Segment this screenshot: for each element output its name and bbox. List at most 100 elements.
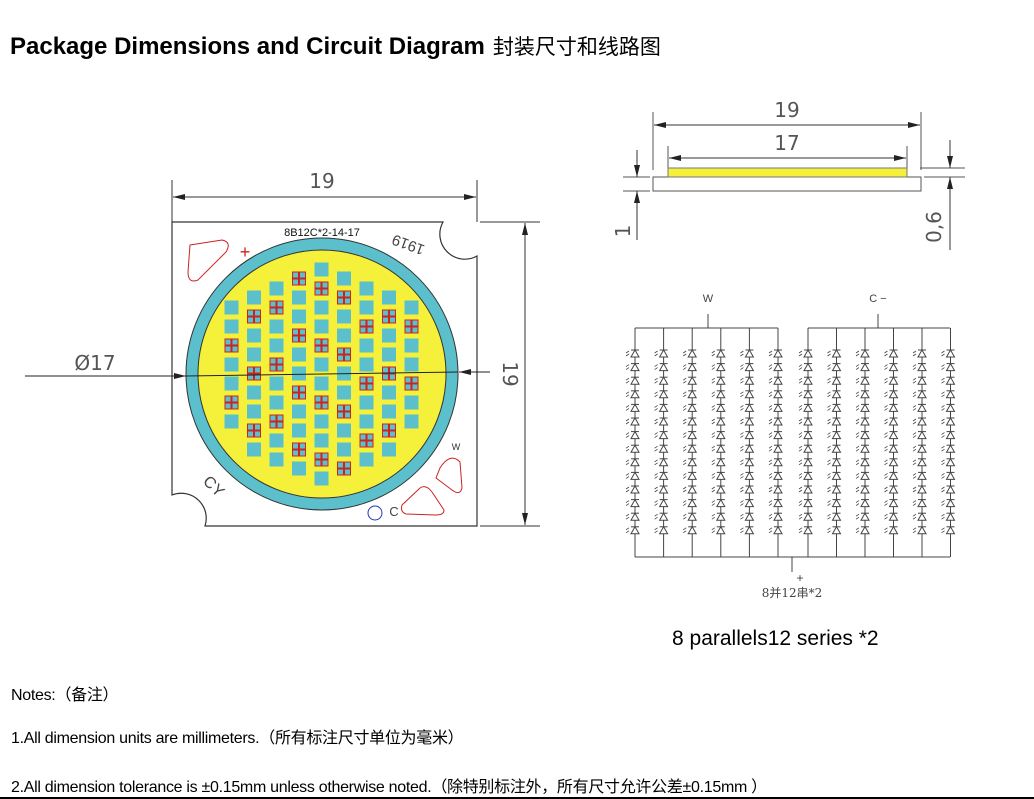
led-group — [269, 357, 284, 372]
led-chip — [269, 357, 277, 365]
led-chip — [299, 461, 306, 469]
led-chip — [269, 300, 277, 308]
led-chip — [321, 414, 329, 422]
led-chip — [337, 442, 344, 450]
led-chip — [247, 392, 254, 400]
led-diode — [941, 498, 956, 508]
led-chip — [321, 281, 329, 289]
led-chip — [224, 376, 232, 384]
led-chip — [366, 364, 374, 372]
led-chip — [299, 290, 306, 298]
led-group — [269, 452, 284, 467]
led-chip — [224, 414, 232, 422]
led-chip — [321, 319, 329, 327]
led-chip — [269, 326, 277, 334]
led-diode — [912, 512, 927, 521]
led-chip — [269, 288, 277, 296]
led-chip — [292, 328, 299, 336]
led-diode — [827, 430, 842, 440]
led-diode — [711, 512, 726, 521]
led-chip — [292, 392, 299, 400]
led-diode — [855, 416, 870, 426]
led-chip — [382, 366, 389, 374]
led-chip — [299, 430, 306, 438]
led-diode — [855, 512, 870, 521]
led-chip — [389, 392, 396, 400]
led-group — [269, 281, 284, 296]
led-chip — [389, 411, 396, 419]
led-chip — [254, 449, 261, 457]
led-diode — [625, 444, 640, 453]
led-chip — [321, 421, 329, 429]
led-chip — [359, 364, 367, 372]
led-chip — [344, 316, 351, 324]
led-diode — [827, 403, 842, 412]
led-chip — [389, 423, 396, 431]
led-diode — [740, 471, 755, 480]
led-chip — [231, 300, 239, 308]
led-group — [314, 300, 329, 315]
led-chip — [299, 404, 306, 412]
led-diode — [855, 484, 870, 494]
led-group — [224, 319, 239, 334]
led-chip — [382, 335, 389, 343]
led-chip — [247, 411, 254, 419]
led-chip — [299, 328, 306, 336]
led-chip — [382, 442, 389, 450]
led-chip — [366, 414, 374, 422]
led-chip — [337, 278, 344, 286]
led-chip — [337, 354, 344, 362]
led-diode — [855, 376, 870, 385]
led-group — [337, 404, 351, 419]
c-mark: C — [389, 504, 398, 519]
led-diode — [711, 430, 726, 440]
led-chip — [366, 288, 374, 296]
led-chip — [337, 461, 344, 469]
led-diode — [941, 376, 956, 385]
led-chip — [337, 423, 344, 431]
led-diode — [827, 498, 842, 508]
led-chip — [337, 316, 344, 324]
led-chip — [411, 402, 419, 410]
led-diode — [740, 525, 755, 535]
led-chip — [276, 281, 284, 289]
led-diode — [740, 498, 755, 508]
led-diode — [682, 471, 698, 480]
led-diode — [798, 498, 813, 508]
led-diode — [768, 416, 783, 426]
led-diode — [682, 348, 698, 358]
led-chip — [359, 421, 367, 429]
led-chip — [344, 449, 351, 457]
led-chip — [224, 345, 232, 353]
led-chip — [269, 338, 277, 346]
w-pad — [435, 457, 463, 494]
led-diode — [798, 430, 813, 440]
led-group — [247, 328, 261, 343]
led-chip — [254, 335, 261, 343]
led-diode — [654, 471, 669, 480]
led-diode — [855, 525, 870, 535]
led-diode — [740, 512, 755, 521]
led-chip — [344, 278, 351, 286]
led-chip — [359, 300, 367, 308]
led-chip — [247, 449, 254, 457]
led-chip — [411, 395, 419, 403]
led-group — [247, 309, 261, 324]
led-chip — [389, 328, 396, 336]
led-chip — [359, 345, 367, 353]
led-chip — [254, 442, 261, 450]
height-label: 19 — [498, 361, 522, 386]
led-chip — [292, 335, 299, 343]
led-chip — [269, 364, 277, 372]
emitter-height-label: 0,6 — [922, 211, 946, 243]
led-chip — [314, 376, 322, 384]
led-chip — [314, 338, 322, 346]
led-chip — [314, 288, 322, 296]
led-diode — [798, 525, 813, 535]
led-chip — [337, 290, 344, 298]
led-group — [314, 414, 329, 429]
led-diode — [884, 389, 899, 399]
led-diode — [912, 389, 927, 399]
led-diode — [798, 376, 813, 385]
